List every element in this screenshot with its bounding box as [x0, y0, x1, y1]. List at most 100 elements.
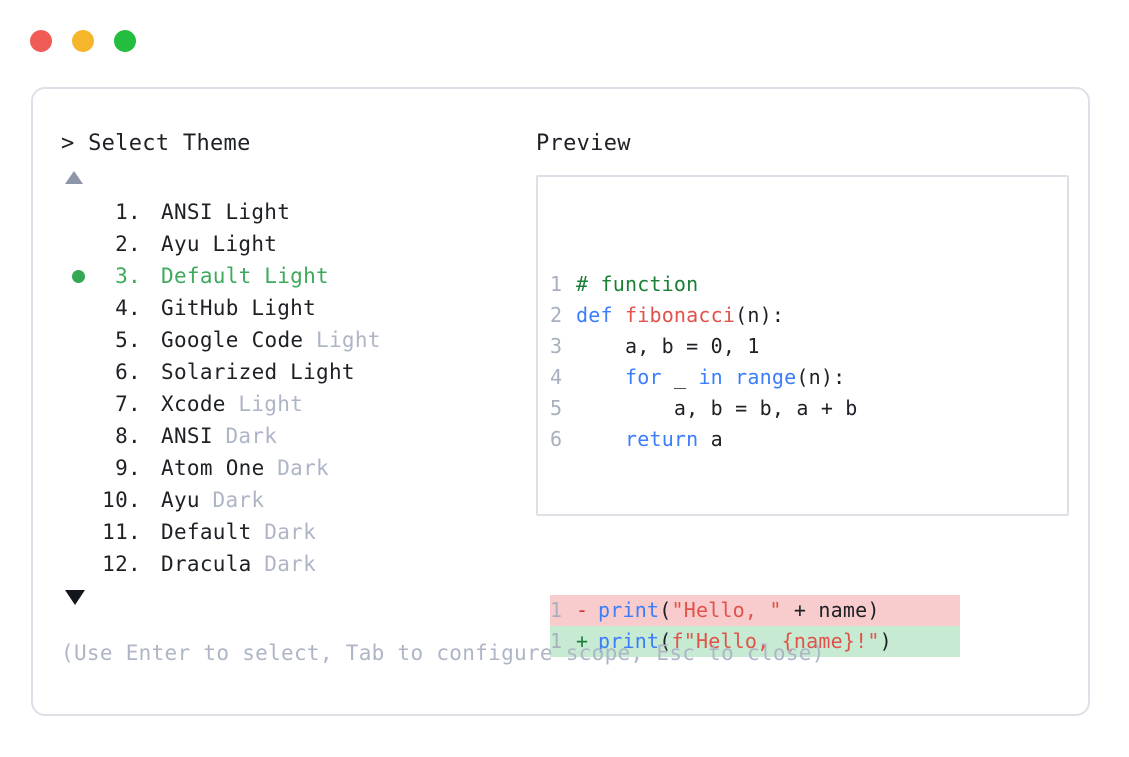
theme-list-item[interactable]: 10. Ayu Dark: [61, 484, 531, 516]
theme-item-variant: Light: [238, 392, 304, 416]
theme-list-item[interactable]: 9. Atom One Dark: [61, 452, 531, 484]
code-line: 1# function: [550, 269, 1067, 300]
theme-item-name: Solarized: [161, 360, 278, 384]
line-number: 4: [550, 365, 563, 389]
theme-item-gap: [141, 388, 161, 420]
theme-item-space: [252, 516, 265, 548]
triangle-down-icon[interactable]: [65, 590, 85, 605]
code-line-text: a, b = b, a + b: [576, 393, 858, 424]
code-line-text: # function: [576, 269, 698, 300]
theme-item-gap: [141, 548, 161, 580]
theme-list-item[interactable]: 11. Default Dark: [61, 516, 531, 548]
theme-item-number: 2.: [115, 232, 141, 256]
theme-item-space: [265, 452, 278, 484]
theme-item-variant: Light: [264, 264, 329, 288]
theme-item-space: [252, 548, 265, 580]
theme-list-item[interactable]: 4. GitHub Light: [61, 292, 531, 324]
theme-item-variant: Light: [316, 328, 381, 352]
code-token: "Hello, ": [671, 598, 782, 622]
theme-item-space: [252, 260, 265, 292]
code-token: [576, 427, 625, 451]
code-token: for: [624, 365, 662, 389]
code-token: f"Hello,: [671, 629, 782, 653]
theme-item-number: 9.: [115, 456, 141, 480]
code-token: (: [659, 629, 672, 653]
theme-item-variant: Light: [225, 200, 291, 224]
theme-item-number: 12.: [102, 552, 141, 576]
minimize-button[interactable]: [72, 30, 94, 52]
theme-item-gap: [141, 292, 161, 324]
theme-list-item[interactable]: 1. ANSI Light: [61, 196, 531, 228]
theme-item-variant: Dark: [264, 520, 317, 544]
code-token: print: [598, 629, 660, 653]
keyboard-hint: (Use Enter to select, Tab to configure s…: [61, 641, 825, 665]
theme-item-number: 10.: [102, 488, 141, 512]
theme-item-number: 5.: [115, 328, 141, 352]
selection-bullet-cell: [61, 269, 95, 283]
theme-item-gap: [141, 452, 161, 484]
theme-item-space: [303, 324, 316, 356]
theme-list-item[interactable]: 7. Xcode Light: [61, 388, 531, 420]
line-number: 5: [550, 396, 563, 420]
code-line-text: for _ in range(n):: [576, 362, 845, 393]
theme-item-variant: Dark: [225, 424, 278, 448]
theme-list-item[interactable]: 5. Google Code Light: [61, 324, 531, 356]
code-token: ): [879, 629, 892, 653]
theme-item-number: 6.: [115, 360, 141, 384]
theme-item-name: Ayu: [161, 232, 200, 256]
triangle-up-icon[interactable]: [65, 171, 83, 184]
diff-line-add: 1+print(f"Hello, {name}!"): [550, 626, 960, 657]
theme-item-number: 3.: [115, 264, 141, 288]
theme-item-gap: [141, 420, 161, 452]
code-line: 6 return a: [550, 424, 1067, 455]
diff-line-text: print(f"Hello, {name}!"): [598, 626, 892, 657]
code-token: print: [598, 598, 660, 622]
code-token: in range: [698, 365, 797, 389]
theme-item-name: Google Code: [161, 328, 304, 352]
theme-item-variant: Dark: [277, 456, 329, 480]
code-token: !": [855, 629, 880, 653]
window-controls: [30, 30, 136, 52]
maximize-button[interactable]: [114, 30, 136, 52]
code-line: 3 a, b = 0, 1: [550, 331, 1067, 362]
theme-item-name: Default: [161, 520, 252, 544]
line-number: 3: [550, 334, 563, 358]
diff-line-text: print("Hello, " + name): [598, 595, 880, 626]
theme-item-space: [200, 228, 213, 260]
diff-sign: -: [576, 598, 589, 622]
code-token: a, b = 0, 1: [576, 334, 760, 358]
theme-item-gap: [141, 324, 161, 356]
code-line-text: a, b = 0, 1: [576, 331, 760, 362]
diff-line-del: 1-print("Hello, " + name): [550, 595, 960, 626]
diff-sign: +: [576, 629, 589, 653]
code-token: def: [576, 303, 625, 327]
preview-title: Preview: [536, 131, 631, 156]
theme-list-item[interactable]: 3. Default Light: [61, 260, 531, 292]
theme-list-item[interactable]: 12. Dracula Dark: [61, 548, 531, 580]
code-token: fibonacci: [624, 303, 736, 327]
selected-bullet-icon: [71, 269, 85, 283]
theme-list-item[interactable]: 8. ANSI Dark: [61, 420, 531, 452]
theme-item-name: ANSI: [161, 200, 213, 224]
theme-item-number: 4.: [115, 296, 141, 320]
theme-item-space: [213, 420, 226, 452]
code-token: a, b = b, a + b: [576, 396, 858, 420]
theme-item-variant: Dark: [264, 552, 317, 576]
diff-line-number: 1: [550, 598, 563, 622]
theme-item-gap: [141, 228, 161, 260]
theme-item-name: GitHub: [161, 296, 239, 320]
theme-item-gap: [141, 196, 161, 228]
close-button[interactable]: [30, 30, 52, 52]
theme-list-item[interactable]: 6. Solarized Light: [61, 356, 531, 388]
theme-item-number: 7.: [115, 392, 141, 416]
code-token: [576, 365, 625, 389]
theme-item-variant: Light: [251, 296, 317, 320]
theme-list-item[interactable]: 2. Ayu Light: [61, 228, 531, 260]
